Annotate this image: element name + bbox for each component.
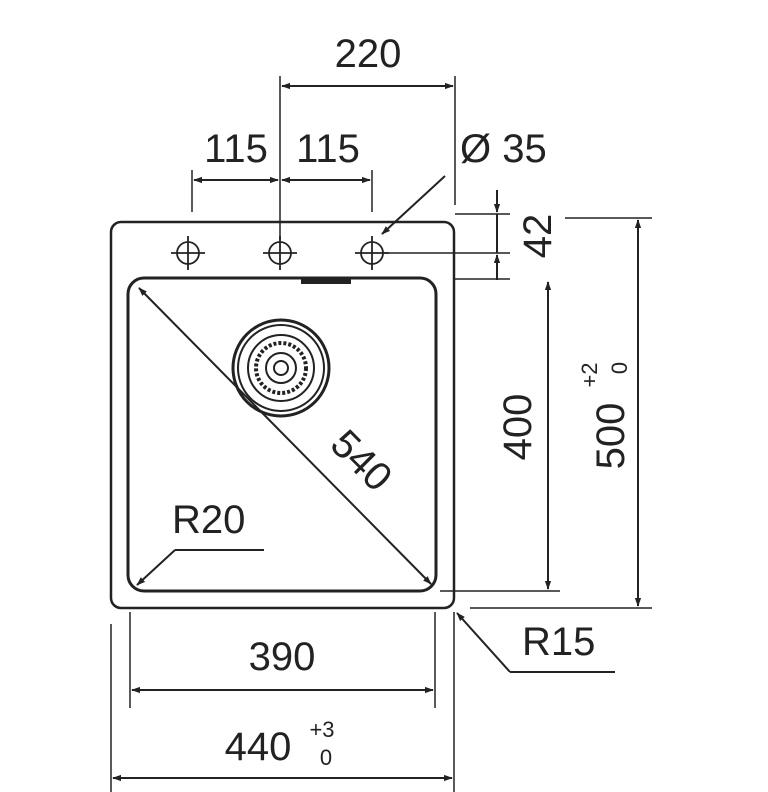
dim-400-label: 400 — [496, 394, 540, 461]
tap-hole-center — [263, 236, 297, 270]
dim-390-label: 390 — [249, 635, 316, 679]
dim-440-label: 440 — [225, 725, 292, 769]
tap-diameter-leader — [381, 175, 446, 235]
tap-diameter-label: Ø 35 — [460, 127, 547, 171]
dim-42-label: 42 — [516, 214, 560, 259]
overflow-slot — [301, 278, 351, 284]
diagonal-dimension-label: 540 — [322, 422, 400, 500]
dim-440-tol-lower: 0 — [320, 745, 332, 770]
corner-radius-label: R15 — [522, 620, 595, 664]
dim-440-tol-upper: +3 — [309, 717, 334, 742]
tap-hole-left — [171, 236, 205, 270]
dim-115-right-label: 115 — [296, 127, 360, 171]
corner-radius-leader — [456, 612, 511, 673]
bowl-radius-leader — [136, 549, 176, 586]
dim-500-label: 500 — [589, 403, 633, 470]
sink-outer-outline — [109, 220, 456, 610]
tap-hole-right — [355, 236, 389, 270]
dim-220-label: 220 — [335, 32, 402, 76]
bowl-outline — [126, 276, 438, 593]
drain-strainer — [231, 318, 331, 418]
dim-115-left-label: 115 — [204, 127, 268, 171]
dim-500-tol-lower: 0 — [607, 362, 632, 374]
bowl-radius-label: R20 — [172, 498, 245, 542]
diagonal-dimension-line — [138, 287, 432, 585]
dim-500-tol-upper: +2 — [577, 362, 602, 387]
